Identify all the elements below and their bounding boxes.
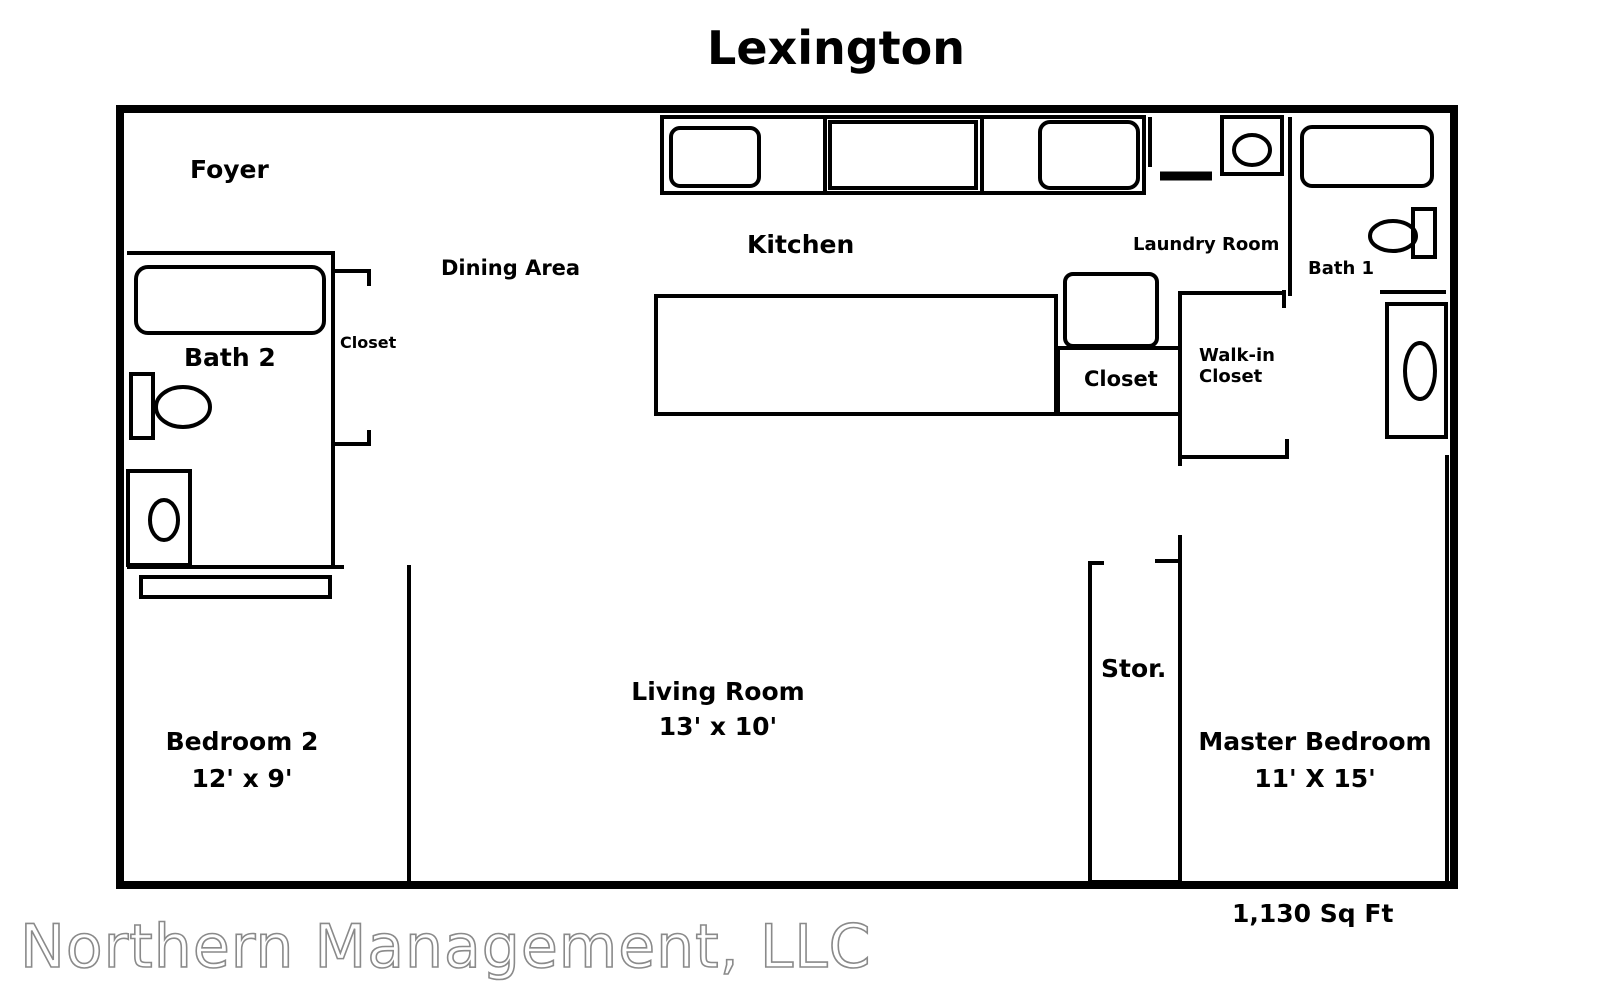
- plan-title: Lexington: [707, 21, 965, 75]
- bath1-vanity: [1385, 302, 1448, 439]
- water-heater: [1220, 115, 1284, 176]
- bath1-toilet: [1368, 219, 1418, 253]
- bath1-tub: [1300, 125, 1434, 188]
- room-label-kitchen: Kitchen: [747, 230, 855, 259]
- room-label-bedroom2: Bedroom 2 12' x 9': [165, 727, 319, 793]
- room-label-bath2: Bath 2: [184, 343, 276, 372]
- room-label-foyer: Foyer: [190, 155, 269, 184]
- room-label-closet-middle: Closet: [1084, 367, 1158, 391]
- bath2-tub: [134, 265, 326, 335]
- kitchen-counter: [660, 115, 1146, 195]
- bath2-sink: [148, 498, 180, 542]
- room-label-dining: Dining Area: [441, 256, 581, 280]
- stove: [828, 120, 978, 190]
- company-watermark: Northern Management, LLC: [19, 911, 872, 983]
- room-label-living: Living Room 13' x 10': [631, 677, 805, 741]
- bath2-vanity: [126, 469, 192, 567]
- bath2-toilet: [154, 385, 212, 429]
- room-label-laundry: Laundry Room: [1133, 234, 1280, 255]
- room-label-walkin: Walk-in Closet: [1199, 345, 1275, 387]
- washer: [1063, 272, 1159, 348]
- room-label-bath1: Bath 1: [1308, 258, 1375, 279]
- kitchen-sink: [669, 126, 761, 188]
- room-label-master: Master Bedroom 11' X 15': [1198, 727, 1432, 793]
- room-label-storage: Stor.: [1101, 654, 1167, 683]
- room-label-closet-left: Closet: [340, 333, 397, 352]
- refrigerator: [1038, 120, 1140, 190]
- bath1-sink: [1403, 341, 1437, 401]
- area-total: 1,130 Sq Ft: [1232, 899, 1394, 928]
- bedroom2-closet-shelf: [139, 575, 332, 599]
- kitchen-island: [654, 294, 1058, 416]
- outer-wall: [116, 105, 1458, 889]
